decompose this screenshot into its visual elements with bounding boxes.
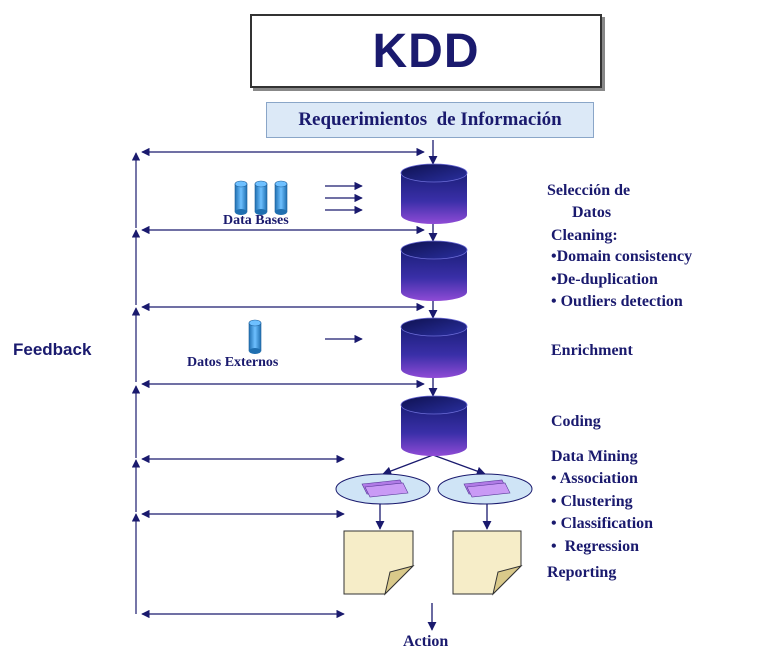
mining-item: • Association [551, 470, 638, 487]
external-data-label: Datos Externos [187, 355, 279, 370]
flow-arrow-db4-to-ellipse-right [432, 454, 486, 476]
mining-item: • Clustering [551, 493, 633, 510]
database-cylinder-1 [400, 163, 468, 224]
database-cylinder-2 [400, 240, 468, 301]
stage-selection-line1: Selección de [547, 182, 631, 199]
cleaning-item: • Outliers detection [551, 293, 683, 310]
feedback-label: Feedback [13, 340, 92, 359]
main-flow-arrows [375, 140, 492, 631]
external-data-icon [248, 319, 262, 354]
database-cylinder-4 [400, 395, 468, 456]
cleaning-item: •Domain consistency [551, 248, 693, 265]
page-title: KDD [372, 24, 480, 78]
stage-reporting: Reporting [547, 564, 617, 581]
stage-data-mining-title: Data Mining [551, 448, 638, 465]
stage-enrichment: Enrichment [551, 342, 633, 359]
stage-cleaning-title: Cleaning: [551, 227, 618, 244]
mining-model-left [335, 473, 431, 505]
cleaning-item: •De-duplication [551, 271, 658, 288]
report-document-left [343, 530, 415, 596]
mining-item: • Regression [551, 538, 639, 555]
requirements-label: Requerimientos de Información [298, 109, 562, 130]
source-arrows [325, 181, 363, 344]
flow-arrow-db4-to-ellipse-left [382, 454, 434, 476]
data-bases-icon [234, 180, 288, 215]
feedback-horizontal-arrows [141, 147, 425, 619]
database-cylinder-3 [400, 317, 468, 378]
data-bases-label: Data Bases [223, 213, 289, 228]
action-label: Action [403, 633, 449, 650]
stage-selection-line2: Datos [572, 204, 612, 221]
title-box: KDD [250, 14, 602, 88]
report-document-right [452, 530, 523, 596]
requirements-box: Requerimientos de Información [266, 102, 594, 138]
stage-coding: Coding [551, 413, 601, 430]
mining-model-right [437, 473, 533, 505]
mining-item: • Classification [551, 515, 654, 532]
